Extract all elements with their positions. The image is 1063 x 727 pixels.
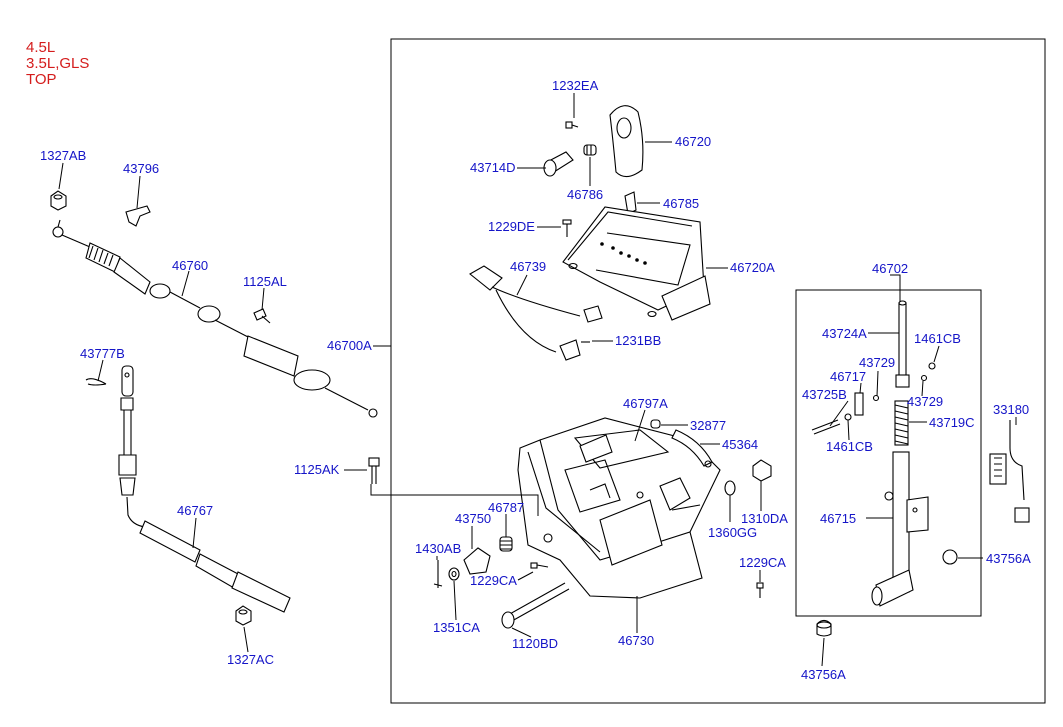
label-1125al[interactable]: 1125AL <box>243 274 287 289</box>
pin-43777b[interactable] <box>85 378 107 386</box>
label-46786[interactable]: 46786 <box>567 187 603 202</box>
label-46717[interactable]: 46717 <box>830 369 866 384</box>
bolt-1120bd[interactable] <box>501 582 570 629</box>
label-46760[interactable]: 46760 <box>172 258 208 273</box>
spring-43719c[interactable] <box>894 400 909 446</box>
pin-32877[interactable] <box>650 419 661 429</box>
bushing-46717[interactable] <box>854 392 864 416</box>
screw-1232ea[interactable] <box>565 121 579 129</box>
washer-1461cb-bottom[interactable] <box>844 413 852 421</box>
part-labels: 1327AB 43796 46760 1125AL 46700A 43777B … <box>40 78 1031 682</box>
clip-46785[interactable] <box>624 191 637 215</box>
knob-46720[interactable] <box>609 105 644 178</box>
config-note-engine: 4.5L <box>26 39 55 56</box>
label-1229ca-center[interactable]: 1229CA <box>470 573 517 588</box>
label-1327ac[interactable]: 1327AC <box>227 652 274 667</box>
nut-1327ab[interactable] <box>50 190 67 211</box>
label-46715[interactable]: 46715 <box>820 511 856 526</box>
label-46730[interactable]: 46730 <box>618 633 654 648</box>
harness-46739[interactable] <box>469 265 603 361</box>
label-33180[interactable]: 33180 <box>993 402 1029 417</box>
shift-cable-46760[interactable] <box>52 219 378 418</box>
label-1231bb[interactable]: 1231BB <box>615 333 661 348</box>
nut-1310da[interactable] <box>752 459 772 482</box>
bolt-1125ak[interactable] <box>368 457 380 484</box>
pin-43729-b[interactable] <box>920 374 928 382</box>
button-43714d[interactable] <box>543 151 574 177</box>
label-1125ak[interactable]: 1125AK <box>294 462 340 477</box>
shift-cable-46767[interactable] <box>118 365 291 613</box>
pin-43725b[interactable] <box>811 419 841 435</box>
washer-1360gg[interactable] <box>724 480 736 496</box>
label-46787[interactable]: 46787 <box>488 500 524 515</box>
label-46767[interactable]: 46767 <box>177 503 213 518</box>
lever-subassembly-frame <box>795 289 982 617</box>
label-1232ea[interactable]: 1232EA <box>552 78 599 93</box>
leader-lines <box>58 93 1017 667</box>
label-43719c[interactable]: 43719C <box>929 415 975 430</box>
clip-43796[interactable] <box>125 205 151 227</box>
config-note-position: TOP <box>26 71 57 88</box>
spring-46786[interactable] <box>583 144 597 156</box>
washer-1461cb-top[interactable] <box>928 362 936 370</box>
label-46702[interactable]: 46702 <box>872 261 908 276</box>
label-46720[interactable]: 46720 <box>675 134 711 149</box>
indicator-housing-46720a[interactable] <box>562 206 711 321</box>
config-note-trim: 3.5L,GLS <box>26 55 89 72</box>
pin-1430ab[interactable] <box>433 560 443 588</box>
label-43796[interactable]: 43796 <box>123 161 159 176</box>
label-1360gg[interactable]: 1360GG <box>708 525 757 540</box>
pin-43729-a[interactable] <box>872 394 880 402</box>
label-1461cb-top[interactable]: 1461CB <box>914 331 961 346</box>
bolt-1125al[interactable] <box>253 308 271 324</box>
label-1430ab[interactable]: 1430AB <box>415 541 461 556</box>
screw-1229de[interactable] <box>562 219 572 237</box>
label-46797a[interactable]: 46797A <box>623 396 668 411</box>
bumper-43756a-right[interactable] <box>942 549 958 565</box>
rod-43724a[interactable] <box>895 300 910 388</box>
label-46700a[interactable]: 46700A <box>327 338 372 353</box>
label-46739[interactable]: 46739 <box>510 259 546 274</box>
label-46720a[interactable]: 46720A <box>730 260 775 275</box>
label-46785[interactable]: 46785 <box>663 196 699 211</box>
bumper-43756a-bottom[interactable] <box>816 619 832 637</box>
label-1120bd[interactable]: 1120BD <box>512 636 558 651</box>
label-32877[interactable]: 32877 <box>690 418 726 433</box>
label-43756a-right[interactable]: 43756A <box>986 551 1031 566</box>
label-43724a[interactable]: 43724A <box>822 326 867 341</box>
label-1461cb-bottom[interactable]: 1461CB <box>826 439 873 454</box>
label-43777b[interactable]: 43777B <box>80 346 125 361</box>
label-45364[interactable]: 45364 <box>722 437 758 452</box>
label-43750[interactable]: 43750 <box>455 511 491 526</box>
label-43729-a[interactable]: 43729 <box>859 355 895 370</box>
label-43756a-bottom[interactable]: 43756A <box>801 667 846 682</box>
label-43714d[interactable]: 43714D <box>470 160 516 175</box>
label-1229ca-right[interactable]: 1229CA <box>739 555 786 570</box>
screw-1229ca-right[interactable] <box>756 582 764 598</box>
lever-43750[interactable] <box>463 547 491 575</box>
label-1327ab[interactable]: 1327AB <box>40 148 86 163</box>
washer-1351ca[interactable] <box>448 567 460 581</box>
label-43725b[interactable]: 43725B <box>802 387 847 402</box>
label-1351ca[interactable]: 1351CA <box>433 620 480 635</box>
screw-1229ca-center[interactable] <box>530 562 549 569</box>
label-1229de[interactable]: 1229DE <box>488 219 535 234</box>
detent-spring-46797a[interactable] <box>579 434 613 463</box>
spring-46787[interactable] <box>499 536 513 552</box>
harness-33180[interactable] <box>989 420 1030 523</box>
label-43729-b[interactable]: 43729 <box>907 394 943 409</box>
shift-lever-46715[interactable] <box>871 451 929 607</box>
assembly-frame <box>390 38 1046 704</box>
label-1310da[interactable]: 1310DA <box>741 511 788 526</box>
nut-1327ac[interactable] <box>235 605 252 626</box>
link-45364[interactable] <box>671 429 713 468</box>
